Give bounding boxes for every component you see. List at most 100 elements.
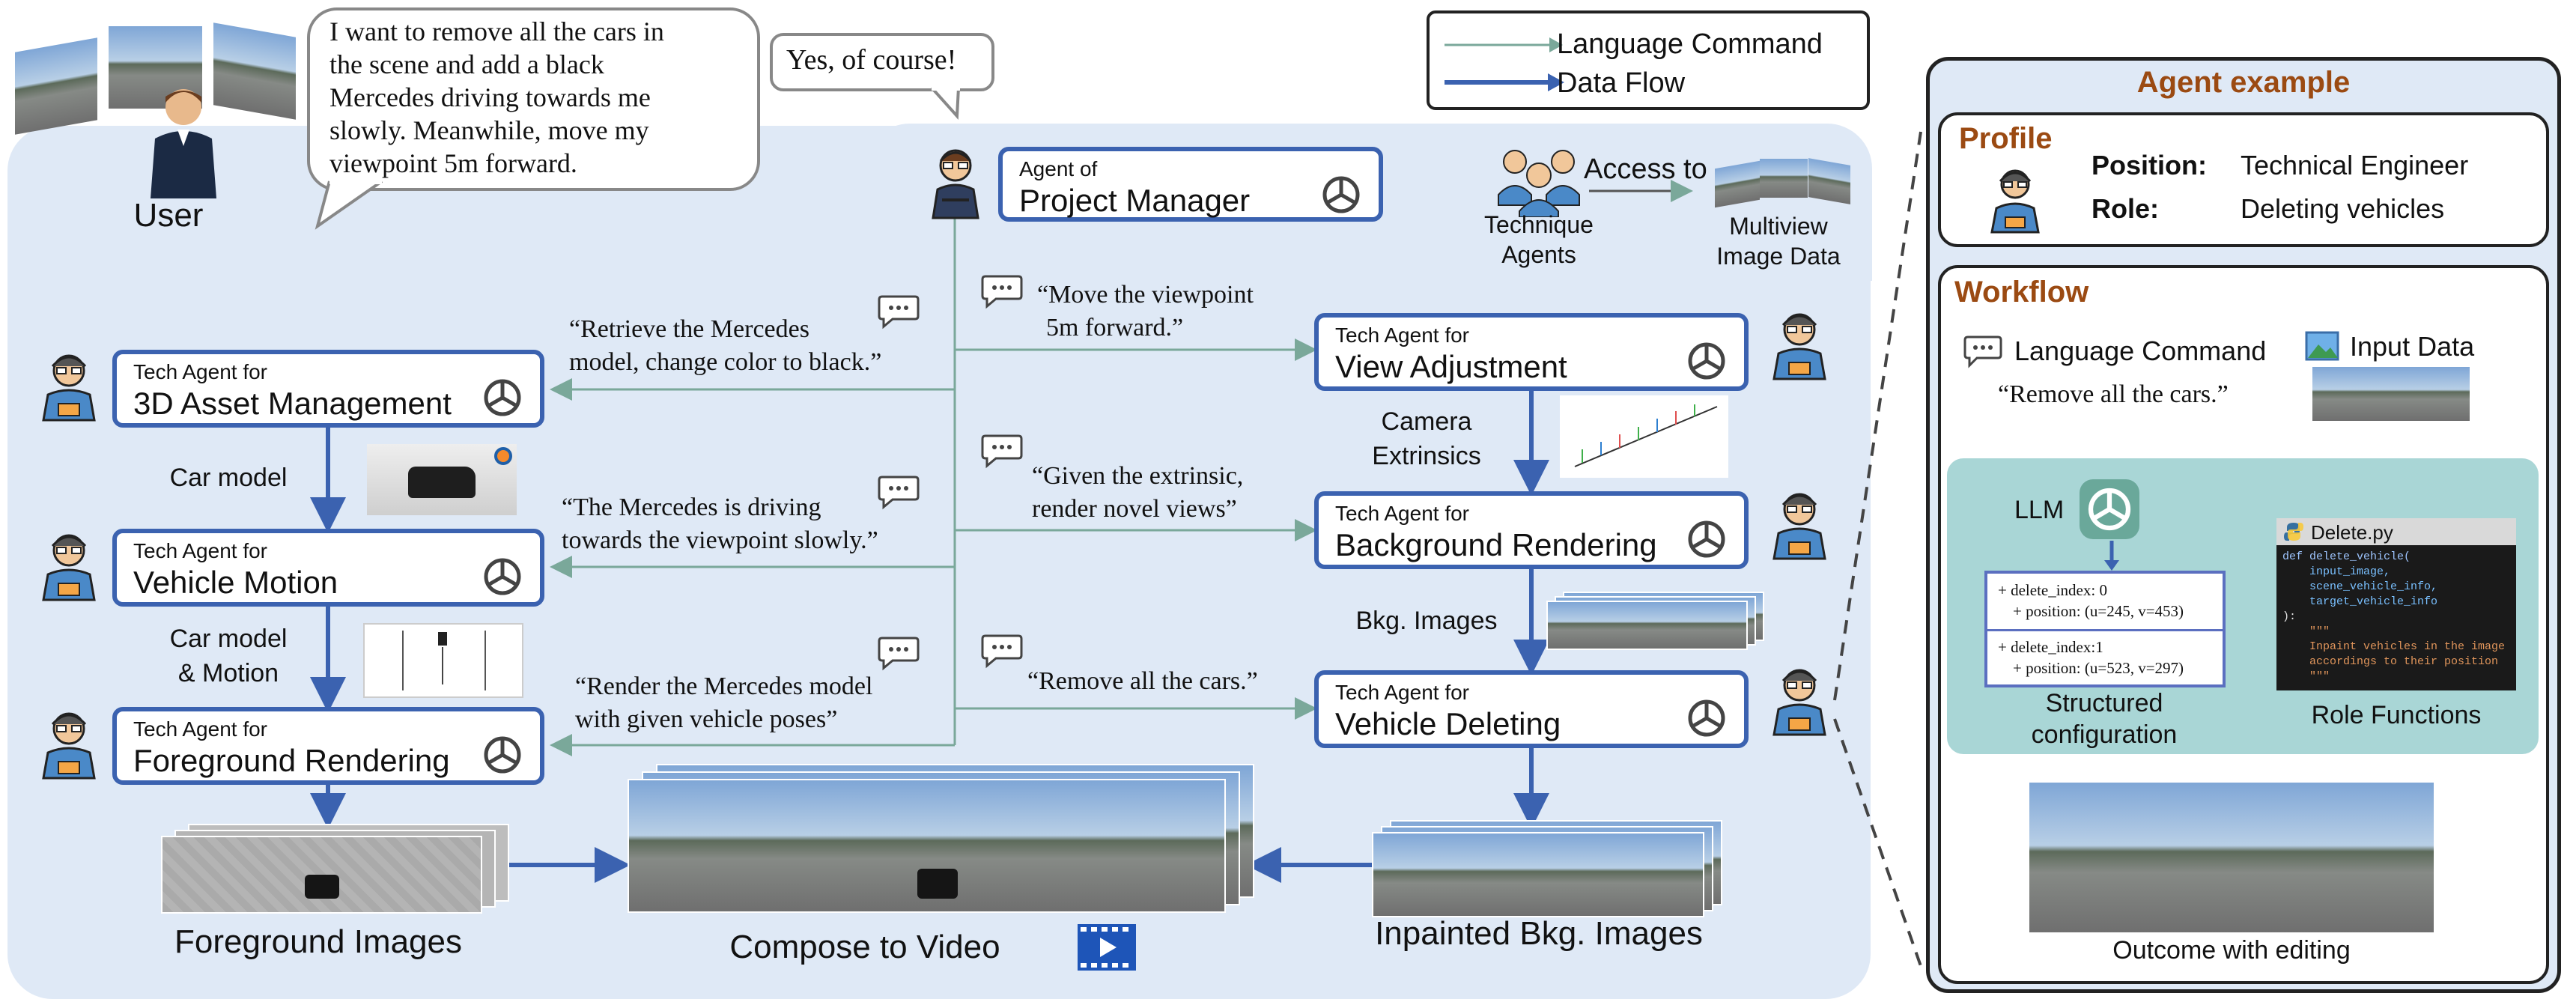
user-label: User <box>133 197 204 234</box>
user-icon <box>151 89 216 198</box>
label-line: Car model <box>169 625 288 653</box>
engineer-icon <box>1990 169 2040 234</box>
agent-name: Foreground Rendering <box>133 743 450 778</box>
agent-prefix: Tech Agent for <box>1335 502 1470 525</box>
python-icon <box>2284 523 2303 541</box>
project-manager-agent: Agent of Project Manager <box>998 147 1383 222</box>
agent-vehicle-deleting: Tech Agent for Vehicle Deleting <box>1314 670 1749 748</box>
openai-icon <box>1688 342 1725 380</box>
multiview-photo-3 <box>1808 158 1850 204</box>
agent-prefix: Tech Agent for <box>133 717 268 741</box>
command-move-viewpoint: “Move the viewpoint 5m forward.” <box>1037 279 1254 344</box>
legend: Language Command Data Flow <box>1427 10 1870 110</box>
trajectory-lane-right <box>484 631 486 690</box>
agent-name: 3D Asset Management <box>133 386 452 421</box>
workflow-input-data: Input Data <box>2350 331 2475 362</box>
profile-title: Profile <box>1959 122 2053 155</box>
code-line: target_vehicle_info <box>2282 595 2438 608</box>
car-model-label: Car model <box>169 464 288 492</box>
agent-prefix: Agent of <box>1019 157 1098 180</box>
compose-video-label: Compose to Video <box>729 929 1000 965</box>
chat-icon <box>878 637 920 671</box>
video-icon <box>1078 924 1136 971</box>
agent-foreground-rendering: Tech Agent for Foreground Rendering <box>112 707 544 785</box>
car-shape <box>408 467 476 498</box>
code-line: input_image, <box>2282 565 2391 578</box>
structured-config-label: Structured configuration <box>1977 687 2232 750</box>
agent-name: Vehicle Deleting <box>1335 706 1561 741</box>
car-render-image <box>367 444 517 515</box>
trajectory-path <box>442 647 443 684</box>
compose-video-stack <box>628 764 1257 921</box>
video-frame <box>628 779 1226 913</box>
config-entry-1: + delete_index:1 + position: (u=523, v=2… <box>1998 637 2184 678</box>
openai-icon <box>484 558 521 595</box>
command-line: with given vehicle poses” <box>575 705 838 733</box>
role-functions-label: Role Functions <box>2311 701 2482 729</box>
config-line: + position: (u=245, v=453) <box>2013 602 2184 620</box>
label-line: configuration <box>2031 720 2178 749</box>
bkg-images-label: Bkg. Images <box>1355 607 1498 635</box>
workflow-language-command: Language Command <box>2014 335 2267 366</box>
code-line: accordings to their position <box>2282 655 2499 668</box>
config-line: + delete_index: 0 <box>1998 581 2107 599</box>
agent-vehicle-motion: Tech Agent for Vehicle Motion <box>112 529 544 607</box>
command-line: “Move the viewpoint <box>1037 281 1254 309</box>
config-divider <box>1987 629 2223 631</box>
request-line: I want to remove all the cars in <box>329 16 664 46</box>
command-line: render novel views” <box>1032 495 1237 523</box>
command-render-mercedes: “Render the Mercedes model with given ve… <box>575 670 872 736</box>
chat-icon <box>878 476 920 510</box>
outcome-photo <box>2029 783 2434 932</box>
motion-trajectory-image <box>363 623 523 698</box>
agent-prefix: Tech Agent for <box>133 539 268 562</box>
profile-role-value: Deleting vehicles <box>2241 193 2445 224</box>
command-line: “Remove all the cars.” <box>1027 667 1258 695</box>
command-remove-cars: “Remove all the cars.” <box>1027 665 1258 698</box>
request-line: slowly. Meanwhile, move my <box>329 115 649 145</box>
trajectory-car <box>438 632 447 646</box>
inpainted-images-stack <box>1372 820 1724 921</box>
request-line: the scene and add a black <box>329 49 604 79</box>
legend-data-flow: Data Flow <box>1557 67 1686 99</box>
code-line: ): <box>2282 610 2297 623</box>
bubble-tail <box>315 180 383 230</box>
code-line: def delete_vehicle( <box>2282 550 2411 563</box>
request-line: viewpoint 5m forward. <box>329 148 577 178</box>
agent-prefix: Tech Agent for <box>133 360 268 383</box>
inpainted-images-label: Inpainted Bkg. Images <box>1375 915 1703 952</box>
agent-background-rendering: Tech Agent for Background Rendering <box>1314 491 1749 569</box>
openai-icon <box>1688 699 1725 737</box>
reply-bubble <box>770 33 994 91</box>
foreground-car <box>305 875 339 899</box>
command-line: “Retrieve the Mercedes <box>569 315 809 343</box>
foreground-images-stack <box>161 824 509 914</box>
workflow-input-photo <box>2312 367 2470 421</box>
engineer-icon <box>42 712 96 780</box>
openai-icon <box>1322 176 1360 213</box>
llm-down-arrow <box>2104 541 2119 571</box>
code-editor: Delete.py def delete_vehicle( input_imag… <box>2276 518 2516 690</box>
openai-icon <box>484 736 521 774</box>
reply-text: Yes, of course! <box>786 44 957 76</box>
agent-view-adjustment: Tech Agent for View Adjustment <box>1314 313 1749 391</box>
trajectory-lane-left <box>402 631 404 690</box>
label-line: Technique <box>1484 211 1594 238</box>
agent-name: Background Rendering <box>1335 527 1657 562</box>
technique-agents-icon <box>1498 150 1580 217</box>
legend-swatches <box>1445 37 1564 91</box>
agent-3d-asset-management: Tech Agent for 3D Asset Management <box>112 350 544 428</box>
code-body: def delete_vehicle( input_image, scene_v… <box>2282 550 2505 684</box>
multiview-photo-1 <box>1715 160 1760 208</box>
config-entry-0: + delete_index: 0 + position: (u=245, v=… <box>1998 580 2184 622</box>
multiview-photo-2 <box>1760 159 1808 198</box>
label-line: & Motion <box>177 659 279 687</box>
command-line: model, change color to black.” <box>569 348 882 376</box>
access-to-label: Access to <box>1584 154 1707 185</box>
technique-agents-label: Technique Agents <box>1468 210 1610 270</box>
code-line: scene_vehicle_info, <box>2282 580 2438 593</box>
profile-position-key: Position: <box>2092 150 2207 180</box>
agent-name: Vehicle Motion <box>133 565 338 600</box>
label-line: Agents <box>1501 241 1576 268</box>
code-line: """ <box>2282 670 2330 683</box>
